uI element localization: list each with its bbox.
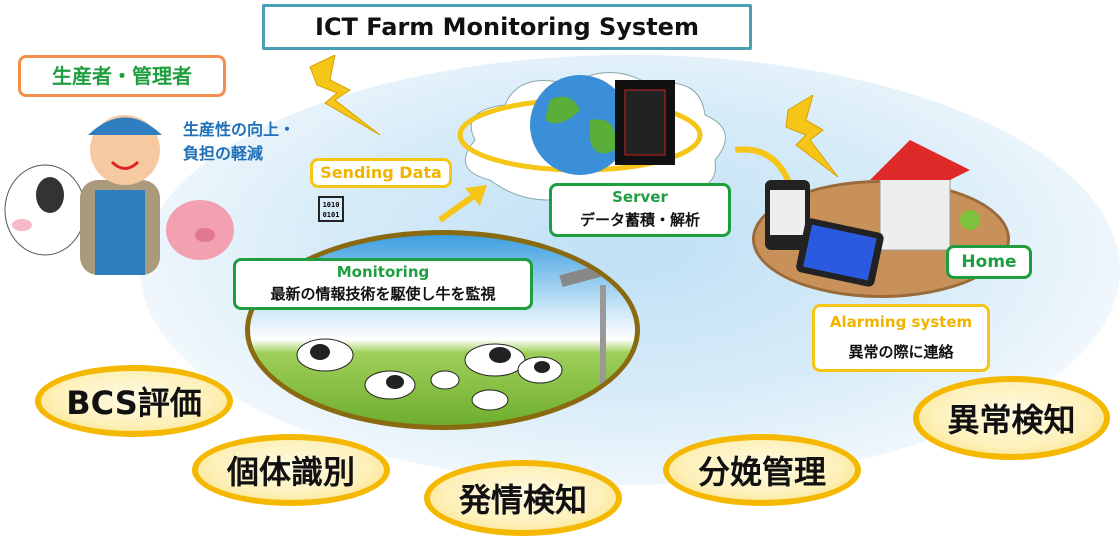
sending-data-label: Sending Data [310, 158, 452, 188]
feature-calving-management: 分娩管理 [663, 434, 861, 506]
tree-icon [960, 210, 980, 230]
cow-icon [4, 164, 86, 256]
arrow-curve-icon [734, 146, 793, 187]
feature-estrus-detection: 発情検知 [424, 460, 622, 536]
page-title: ICT Farm Monitoring System [262, 4, 752, 50]
alarm-title: Alarming system [829, 313, 973, 331]
alarm-desc: 異常の際に連絡 [848, 343, 954, 361]
feature-individual-identification: 個体識別 [192, 434, 390, 506]
server-title: Server [612, 188, 668, 206]
camera-pole-icon [600, 285, 606, 395]
cows-in-field [296, 264, 606, 411]
home-illustration [765, 140, 980, 287]
home-label: Home [946, 245, 1032, 279]
arrow-up-icon [438, 185, 487, 223]
producer-benefit: 生産性の向上・ 負担の軽減 [183, 118, 295, 166]
camera-icon [559, 264, 602, 287]
benefit-line-1: 生産性の向上・ [183, 120, 296, 139]
feature-bcs-evaluation: BCS評価 [35, 365, 233, 437]
house-icon [879, 174, 951, 251]
server-label: Server データ蓄積・解析 [549, 183, 731, 237]
alarming-system-label: Alarming system 異常の際に連絡 [812, 304, 990, 372]
feature-anomaly-detection: 異常検知 [913, 376, 1110, 460]
farmer-with-animals-illustration [4, 115, 234, 275]
monitoring-desc: 最新の情報技術を駆使し牛を監視 [270, 285, 496, 303]
server-cloud-illustration [457, 72, 726, 202]
monitoring-label: Monitoring 最新の情報技術を駆使し牛を監視 [233, 258, 533, 310]
producer-label: 生産者・管理者 [18, 55, 226, 97]
lightning-icon [309, 55, 381, 136]
pig-icon [166, 200, 234, 260]
benefit-line-2: 負担の軽減 [183, 144, 264, 163]
monitoring-title: Monitoring [336, 263, 430, 281]
lightning-icon [785, 95, 839, 178]
server-desc: データ蓄積・解析 [579, 211, 700, 229]
farmer-icon [80, 115, 162, 275]
